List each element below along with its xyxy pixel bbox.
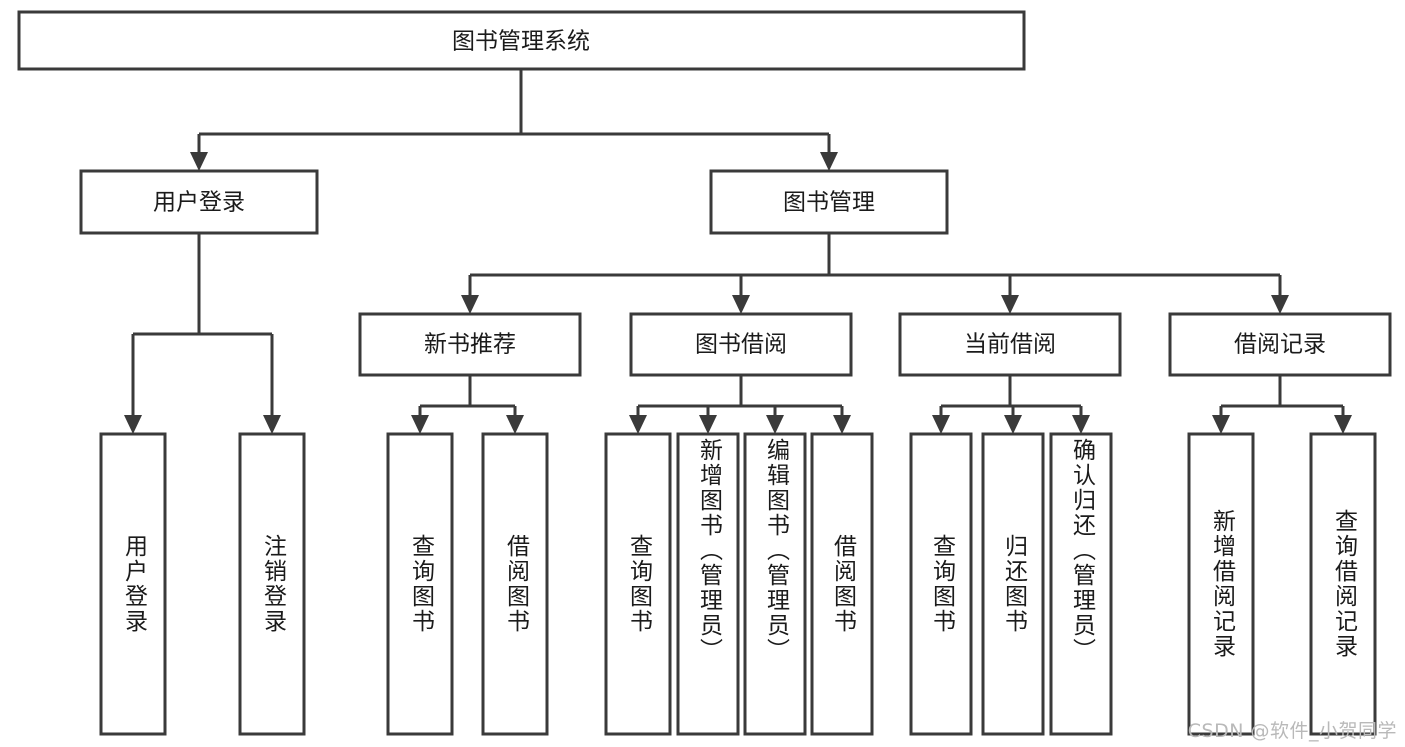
leaf-box-return-book [981, 432, 1045, 736]
node-current-borrow-label: 当前借阅 [964, 332, 1056, 358]
leaf-box-borrow-book-1 [481, 432, 549, 736]
node-current-borrow[interactable]: 当前借阅 [898, 312, 1122, 377]
leaf-box-query-book-1 [386, 432, 454, 736]
connector-bookborrow-to-leaves [629, 375, 851, 434]
leaf-box-confirm-return [1049, 432, 1113, 736]
node-book-borrow[interactable]: 图书借阅 [629, 312, 853, 377]
leaf-box-add-book [676, 432, 740, 736]
leaf-box-query-record [1309, 432, 1377, 736]
connector-root-to-level2 [190, 69, 838, 171]
node-borrow-record-label: 借阅记录 [1234, 332, 1326, 358]
connector-borrowrecord-to-leaves [1212, 375, 1352, 434]
leaf-box-user-logout [238, 432, 306, 736]
leaf-box-borrow-book-2 [810, 432, 874, 736]
leaf-box-edit-book [743, 432, 807, 736]
leaf-box-query-book-3 [909, 432, 973, 736]
node-book-manage[interactable]: 图书管理 [709, 169, 949, 235]
csdn-watermark: CSDN @软件_小贺同学 [1187, 720, 1397, 742]
connector-newbook-to-leaves [411, 375, 524, 434]
connector-currentborrow-to-leaves [932, 375, 1090, 434]
connector-userlogin-to-leaves [124, 233, 281, 434]
node-root-label: 图书管理系统 [452, 29, 590, 55]
node-book-borrow-label: 图书借阅 [695, 332, 787, 358]
leaf-box-add-record [1187, 432, 1255, 736]
node-user-login-label: 用户登录 [153, 190, 245, 216]
node-new-book-recommend[interactable]: 新书推荐 [358, 312, 582, 377]
leaf-boxes [99, 432, 1377, 736]
leaf-box-query-book-2 [604, 432, 672, 736]
node-root[interactable]: 图书管理系统 [17, 10, 1026, 71]
connector-bookmanage-to-level3 [461, 233, 1289, 314]
node-user-login[interactable]: 用户登录 [79, 169, 319, 235]
node-book-manage-label: 图书管理 [783, 190, 875, 216]
leaf-box-user-login [99, 432, 167, 736]
node-new-book-recommend-label: 新书推荐 [424, 332, 516, 358]
node-borrow-record[interactable]: 借阅记录 [1168, 312, 1392, 377]
